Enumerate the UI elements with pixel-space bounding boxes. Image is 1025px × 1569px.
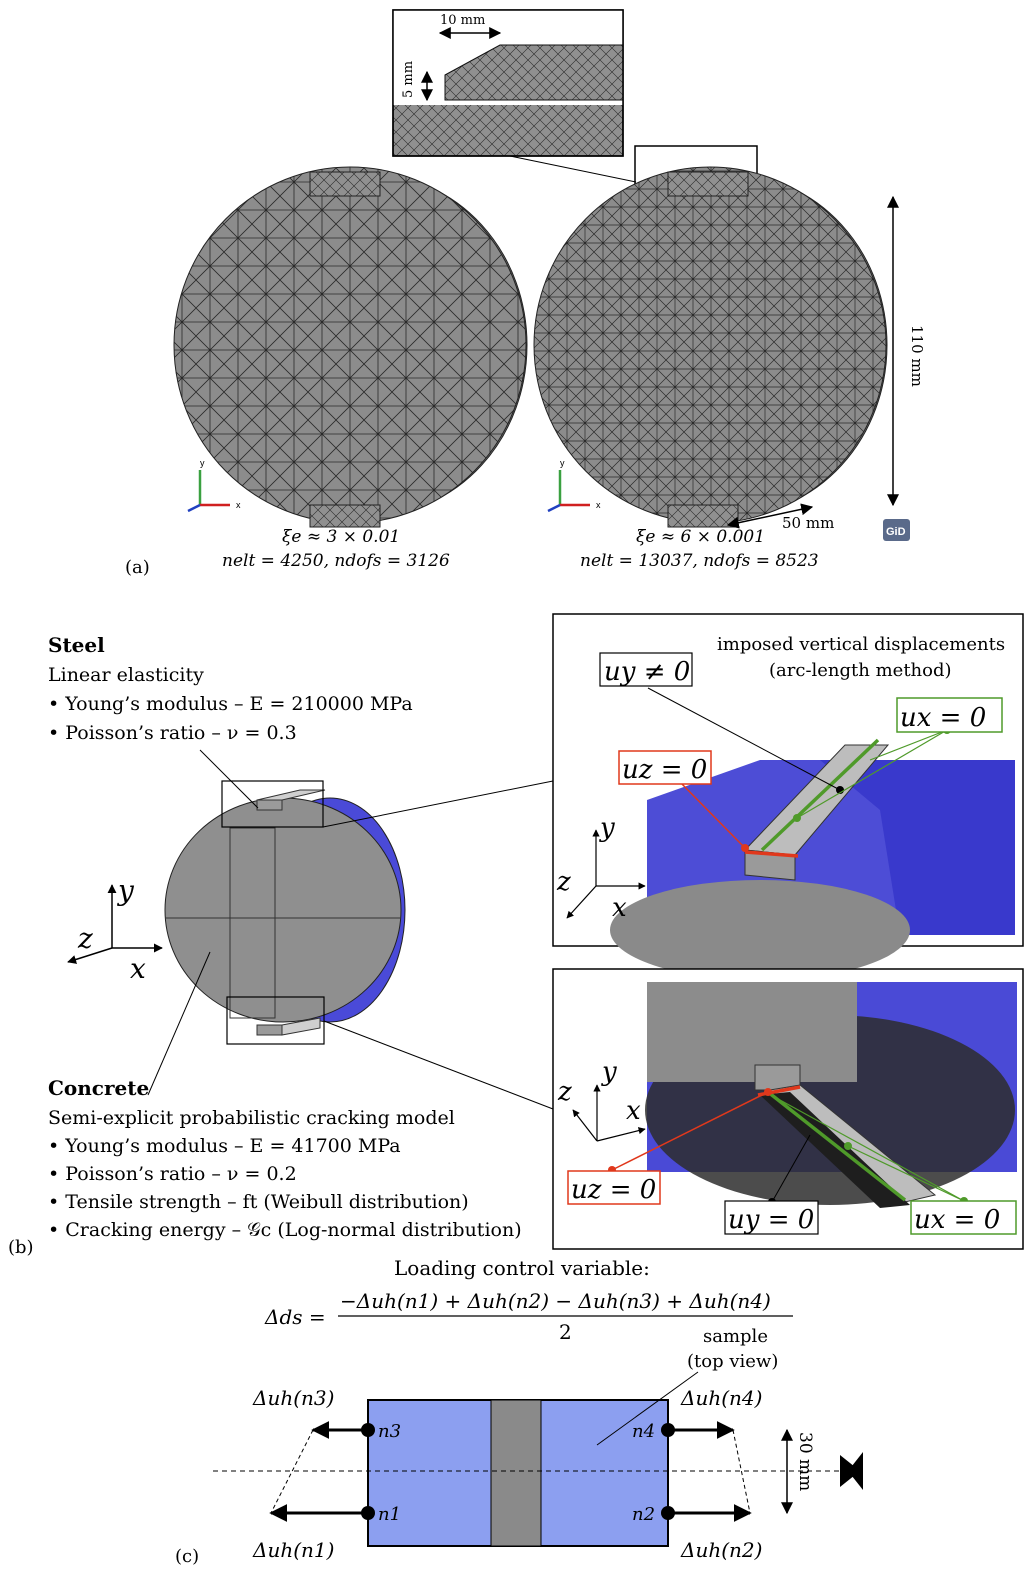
inset-width-label: 10 mm [440, 13, 485, 28]
node-n3: n3 Δuh(n3) [252, 1386, 401, 1442]
svg-text:x: x [236, 500, 241, 510]
inset-zoom: 10 mm 5 mm [392, 9, 624, 157]
svg-text:y: y [601, 1057, 617, 1087]
depth-label: 50 mm [782, 514, 834, 532]
axis-triad-right: y x [547, 458, 601, 513]
bottom-zoom-axes: y x z [557, 1057, 646, 1142]
inset-height-label: 5 mm [401, 61, 416, 98]
svg-text:x: x [626, 1096, 641, 1126]
concrete-bullet-2: • Poisson’s ratio – ν = 0.2 [48, 1163, 297, 1185]
top-uy-label: uy ≠ 0 [604, 657, 690, 687]
steel-bullet-2: • Poisson’s ratio – ν = 0.3 [48, 722, 297, 744]
left-cylinder [173, 166, 528, 528]
zoom-leader-top [322, 780, 554, 828]
bottom-uz-label: uz = 0 [571, 1175, 656, 1205]
top-zoom-caption-1: imposed vertical displacements [717, 634, 1005, 655]
zoom-leader-bottom [323, 1020, 554, 1110]
top-ux-label: ux = 0 [900, 703, 986, 733]
svg-text:z: z [77, 922, 93, 955]
inset-leader [509, 155, 637, 183]
formula-numerator: −Δuh(n1) + Δuh(n2) − Δuh(n3) + Δuh(n4) [340, 1289, 771, 1313]
formula-denominator: 2 [559, 1320, 572, 1344]
panel-b: Steel Linear elasticity • Young’s modulu… [8, 613, 1024, 1258]
steel-leader [199, 749, 259, 809]
bottom-ux-label: ux = 0 [914, 1205, 1000, 1235]
du-n4-label: Δuh(n4) [680, 1386, 762, 1410]
svg-text:x: x [130, 952, 146, 985]
svg-text:y: y [599, 813, 615, 843]
svg-text:y: y [116, 874, 135, 907]
concrete-bullet-3: • Tensile strength – ft (Weibull distrib… [48, 1191, 469, 1213]
cylinder-model [164, 780, 406, 1045]
svg-text:z: z [556, 867, 571, 897]
panel-c: Loading control variable: Δds = −Δuh(n1)… [175, 1256, 863, 1567]
node-n1: n1 Δuh(n1) [252, 1504, 401, 1562]
concrete-bullet-4: • Cracking energy – 𝒢c (Log-normal distr… [48, 1219, 522, 1241]
svg-text:y: y [560, 458, 565, 468]
symmetry-symbol [840, 1452, 863, 1490]
right-cylinder [533, 166, 888, 528]
width-label: 30 mm [795, 1432, 815, 1491]
svg-text:x: x [596, 500, 601, 510]
bottom-zoom-panel: y x z uz = 0 uy = 0 ux = 0 [552, 968, 1024, 1250]
concrete-bullet-1: • Young’s modulus – E = 41700 MPa [48, 1135, 401, 1157]
bottom-uy-label: uy = 0 [728, 1205, 814, 1235]
sample-top-view [367, 1399, 669, 1547]
svg-text:n1: n1 [378, 1504, 401, 1525]
concrete-leader [147, 951, 211, 1096]
svg-text:x: x [612, 893, 627, 923]
concrete-model: Semi-explicit probabilistic cracking mod… [48, 1107, 455, 1129]
svg-text:y: y [200, 458, 205, 468]
right-mesh-counts: nelt = 13037, ndofs = 8523 [580, 551, 819, 571]
svg-text:n2: n2 [632, 1504, 655, 1525]
sample-label-2: (top view) [687, 1351, 778, 1372]
panel-c-tag: (c) [175, 1546, 199, 1567]
concrete-title: Concrete [48, 1076, 149, 1100]
panel-a-tag: (a) [125, 557, 150, 578]
gid-logo: GiD [883, 519, 910, 541]
left-mesh-counts: nelt = 4250, ndofs = 3126 [222, 551, 450, 571]
node-n2: n2 Δuh(n2) [632, 1504, 762, 1562]
steel-title: Steel [48, 633, 105, 657]
svg-text:z: z [557, 1077, 572, 1107]
du-n1-label: Δuh(n1) [252, 1538, 334, 1562]
axis-triad-left: y x [187, 458, 241, 513]
loading-title: Loading control variable: [394, 1256, 650, 1280]
steel-bullet-1: • Young’s modulus – E = 210000 MPa [48, 693, 413, 715]
formula-lhs: Δds = [264, 1305, 326, 1329]
svg-text:GiD: GiD [886, 526, 906, 538]
height-label: 110 mm [908, 325, 926, 387]
top-zoom-panel: imposed vertical displacements (arc-leng… [552, 613, 1024, 980]
global-axes: y x z [67, 874, 163, 985]
top-zoom-axes: y x z [556, 813, 646, 923]
depth-dimension [726, 503, 814, 529]
svg-text:n3: n3 [378, 1421, 401, 1442]
node-n4: n4 Δuh(n4) [632, 1386, 762, 1442]
du-n2-label: Δuh(n2) [680, 1538, 762, 1562]
top-uz-label: uz = 0 [622, 755, 707, 785]
sample-label-1: sample [703, 1326, 768, 1347]
top-zoom-caption-2: (arc-length method) [769, 660, 952, 681]
sample-leader [596, 1371, 699, 1446]
panel-a: 10 mm 5 mm y x [125, 9, 926, 578]
left-mesh-xi: ξe ≈ 3 × 0.01 [282, 527, 400, 547]
panel-b-tag: (b) [8, 1237, 34, 1258]
right-mesh-xi: ξe ≈ 6 × 0.001 [636, 527, 765, 547]
du-n3-label: Δuh(n3) [252, 1386, 334, 1410]
steel-model: Linear elasticity [48, 664, 204, 686]
svg-text:n4: n4 [632, 1421, 655, 1442]
